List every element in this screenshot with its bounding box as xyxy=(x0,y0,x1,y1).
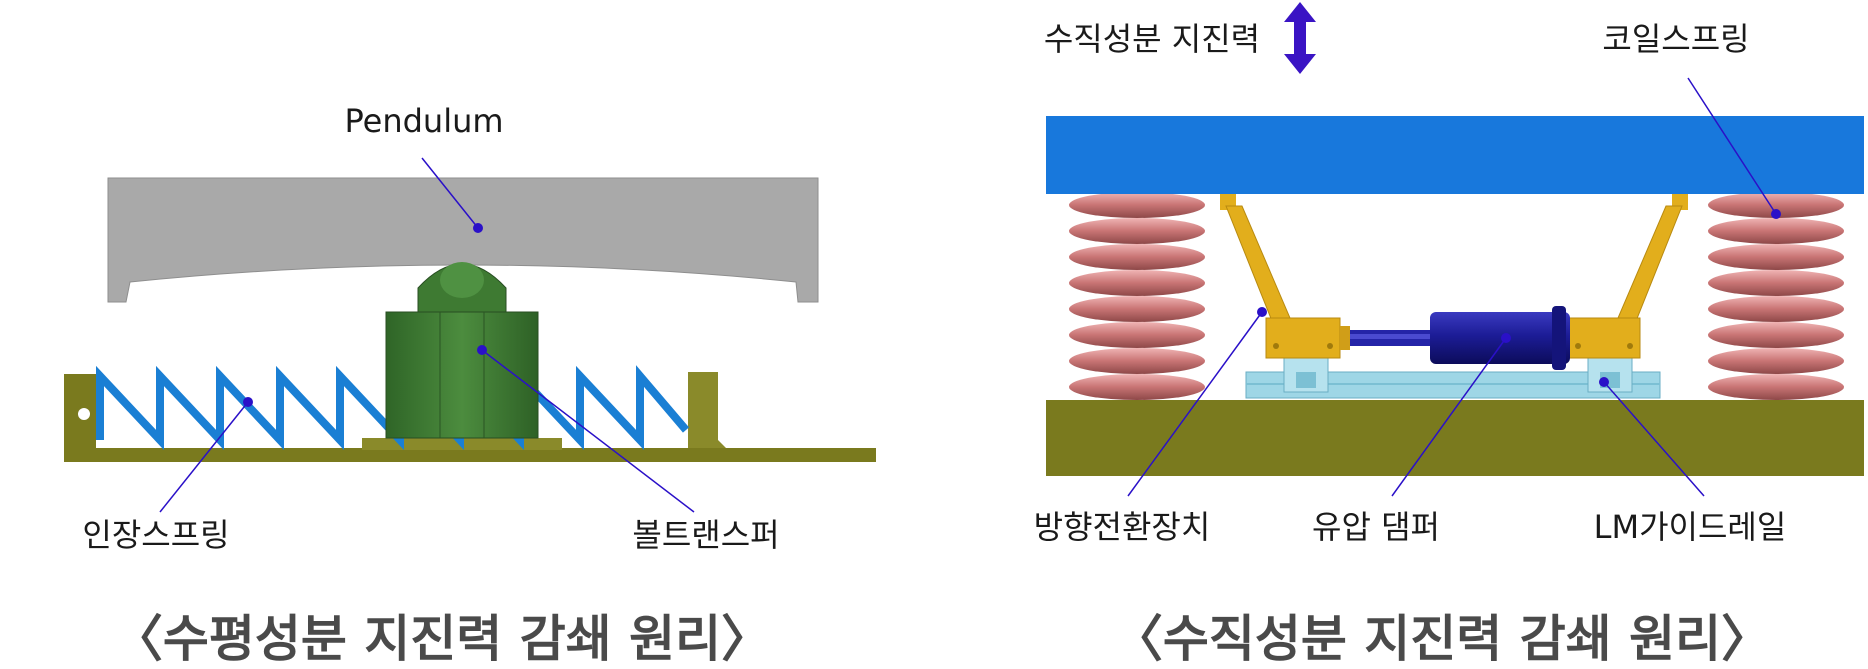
hydraulic-damper-label: 유압 댐퍼 xyxy=(1312,508,1440,546)
bolt-damper-label: 볼트랜스퍼 xyxy=(632,516,779,554)
vertical-caption: 〈수직성분 지진력 감쇄 원리〉 xyxy=(1113,610,1771,668)
lm-guide-rail-label: LM가이드레일 xyxy=(1594,508,1787,546)
left-leader-lines xyxy=(159,157,695,513)
right-diagram: 수직성분 지진력 코일스프링 방향전환장치 유압 댐퍼 LM가이드레일 〈수직성… xyxy=(1034,2,1864,668)
bolt-damper xyxy=(385,262,539,439)
direction-converter-label: 방향전환장치 xyxy=(1034,508,1211,546)
left-base-plate xyxy=(64,372,876,462)
right-base-plate xyxy=(1046,400,1864,476)
tension-spring-label: 인장스프링 xyxy=(82,516,229,554)
coil-spring-left xyxy=(1068,192,1206,400)
vertical-force-arrow xyxy=(1284,2,1316,74)
top-plate xyxy=(1046,116,1864,194)
coil-spring-label: 코일스프링 xyxy=(1602,20,1749,58)
direction-converter xyxy=(1220,194,1688,359)
tension-spring xyxy=(96,365,690,451)
pendulum-block xyxy=(107,177,819,303)
horizontal-caption: 〈수평성분 지진력 감쇄 원리〉 xyxy=(113,610,771,668)
left-diagram: Pendulum 인장스프링 볼트랜스퍼 〈수평성분 지진력 감쇄 원리〉 xyxy=(64,102,876,668)
hydraulic-damper xyxy=(1350,306,1570,370)
pendulum-label: Pendulum xyxy=(344,102,503,140)
coil-spring-right xyxy=(1708,192,1844,400)
right-leader-lines xyxy=(1127,77,1781,497)
vertical-force-label: 수직성분 지진력 xyxy=(1044,20,1260,58)
